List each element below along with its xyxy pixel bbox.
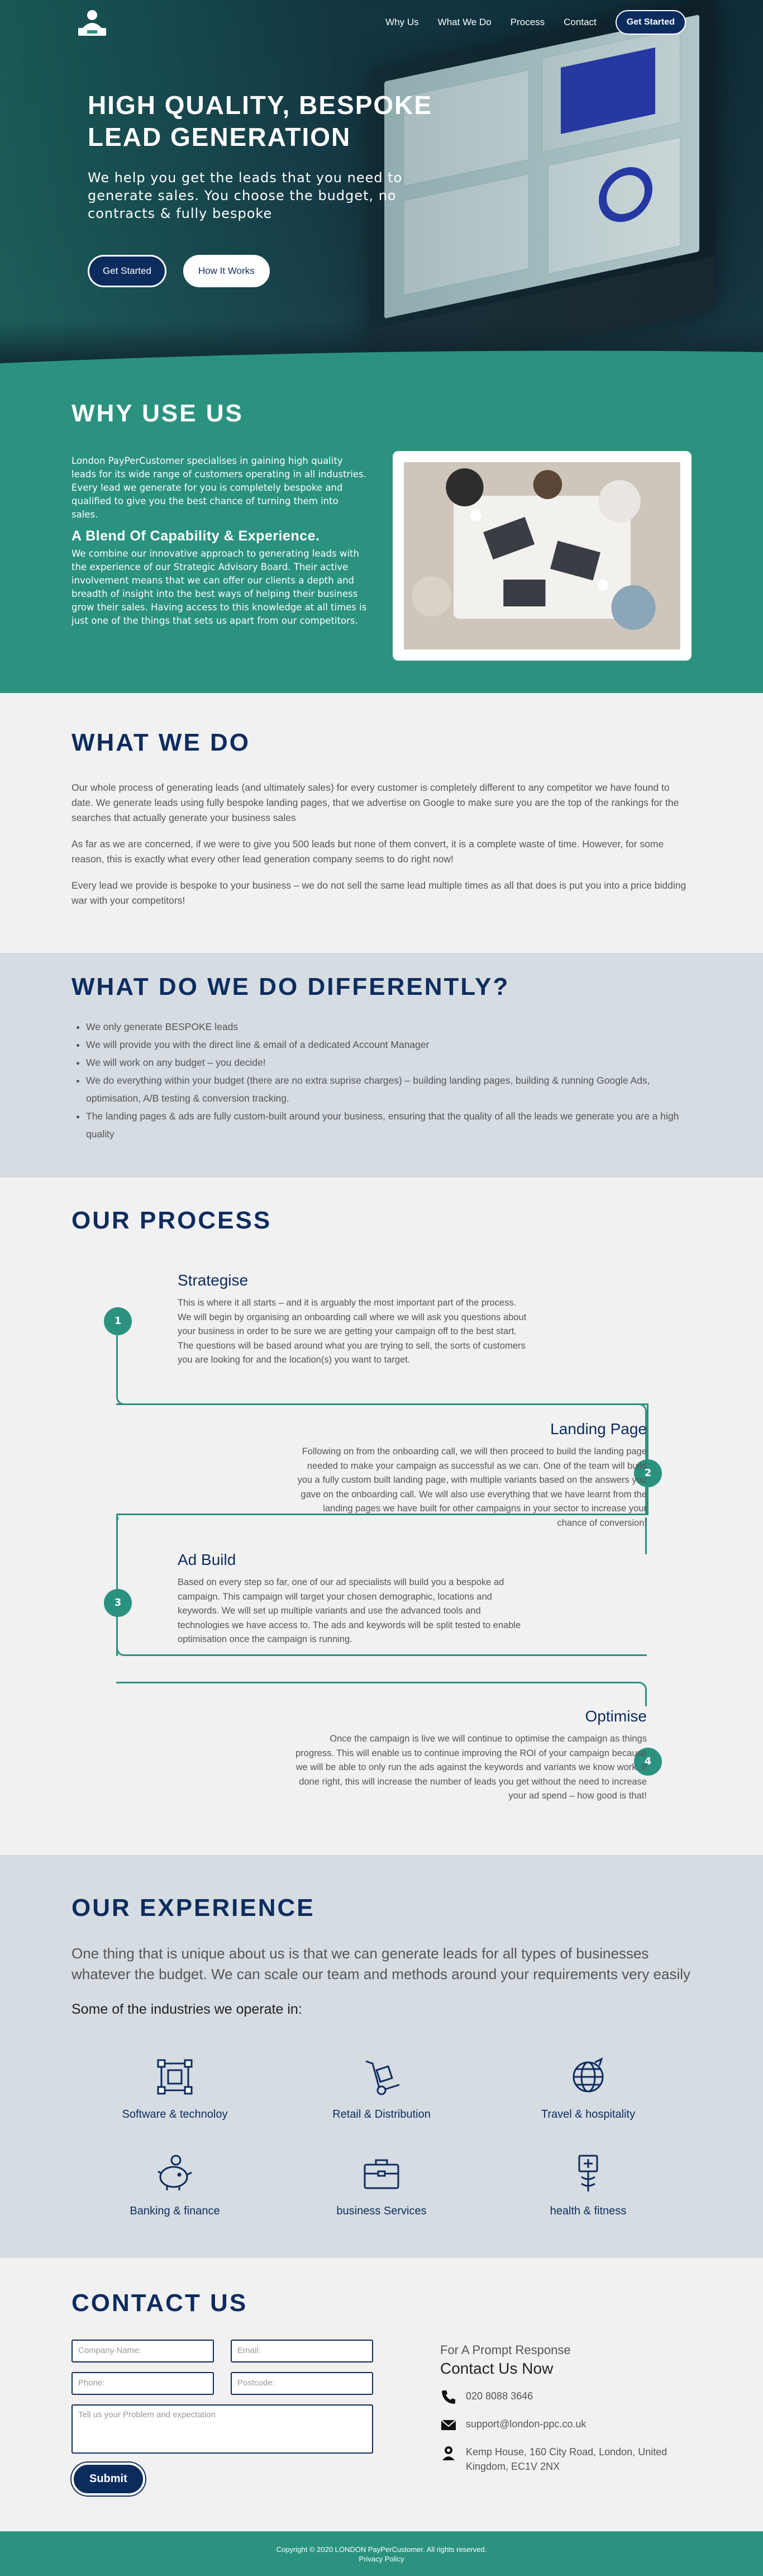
why-title: WHY USE US	[71, 400, 244, 427]
list-item: We will provide you with the direct line…	[86, 1036, 692, 1054]
process-section: OUR PROCESS 1 Strategise This is where i…	[0, 1178, 763, 1855]
industry-label: Software & technoloy	[122, 2108, 228, 2120]
differently-list: We only generate BESPOKE leads We will p…	[71, 1018, 692, 1143]
location-icon	[442, 2446, 455, 2460]
step-number-4: 4	[634, 1748, 662, 1776]
industries-grid: Software & technoloy Retail & Distributi…	[71, 2056, 692, 2218]
industry-label: business Services	[336, 2205, 427, 2217]
contact-pre-heading: For A Prompt Response	[440, 2343, 571, 2357]
medical-icon	[578, 2155, 598, 2191]
what-paragraph-2: As far as we are concerned, if we were t…	[71, 838, 664, 865]
nav-contact[interactable]: Contact	[564, 17, 597, 27]
why-paragraph-2: We combine our innovative approach to ge…	[71, 548, 367, 626]
industry-business: business Services	[278, 2152, 485, 2218]
hero-subtitle: We help you get the leads that you need …	[88, 170, 403, 221]
nav-get-started-button[interactable]: Get Started	[615, 10, 686, 35]
step-number-1: 1	[104, 1307, 132, 1335]
step-title-1: Strategise	[178, 1272, 249, 1289]
list-item: We will work on any budget – you decide!	[86, 1054, 692, 1071]
list-item: The landing pages & ads are fully custom…	[86, 1107, 692, 1143]
experience-title: OUR EXPERIENCE	[71, 1894, 315, 1922]
process-connector	[116, 1682, 647, 1706]
experience-subheading: Some of the industries we operate in:	[71, 2001, 302, 2017]
what-paragraph-1: Our whole process of generating leads (a…	[71, 782, 679, 823]
contact-address: Kemp House, 160 City Road, London, Unite…	[466, 2446, 667, 2472]
briefcase-icon	[364, 2159, 399, 2189]
industry-banking: Banking & finance	[71, 2152, 278, 2218]
what-title: WHAT WE DO	[71, 729, 251, 756]
phone-field[interactable]: Phone:	[71, 2372, 214, 2395]
contact-section: CONTACT US Company Name: Email: Phone: P…	[0, 2258, 763, 2531]
get-started-button[interactable]: Get Started	[88, 255, 166, 287]
differently-section: WHAT DO WE DO DIFFERENTLY? We only gener…	[0, 953, 763, 1178]
contact-heading: Contact Us Now	[440, 2360, 554, 2377]
step-title-3: Ad Build	[178, 1551, 236, 1568]
privacy-policy-link[interactable]: Privacy Policy	[359, 2555, 404, 2563]
step-body-4: Once the campaign is live we will contin…	[295, 1734, 647, 1801]
why-paragraph-1: London PayPerCustomer specialises in gai…	[71, 456, 366, 520]
phone-icon	[442, 2390, 455, 2404]
message-textarea[interactable]: Tell us your Problem and expectation	[71, 2404, 373, 2454]
list-item: We do everything within your budget (the…	[86, 1071, 692, 1107]
what-we-do-section: WHAT WE DO Our whole process of generati…	[0, 693, 763, 953]
differently-title: WHAT DO WE DO DIFFERENTLY?	[71, 973, 510, 1000]
logo-icon[interactable]	[73, 8, 112, 39]
experience-section: OUR EXPERIENCE One thing that is unique …	[0, 1855, 763, 2258]
list-item: We only generate BESPOKE leads	[86, 1018, 692, 1036]
industry-label: Retail & Distribution	[332, 2108, 431, 2120]
process-title: OUR PROCESS	[71, 1207, 272, 1234]
step-title-2: Landing Page	[550, 1420, 647, 1438]
industry-label: Banking & finance	[130, 2205, 220, 2217]
email-icon	[441, 2420, 456, 2430]
contact-phone[interactable]: 020 8088 3646	[466, 2390, 533, 2402]
how-it-works-button[interactable]: How It Works	[183, 255, 270, 287]
contact-title: CONTACT US	[71, 2289, 248, 2317]
industry-travel: Travel & hospitality	[485, 2056, 692, 2121]
hero-bottom-curve	[0, 350, 763, 372]
industry-software: Software & technoloy	[71, 2056, 278, 2121]
submit-button[interactable]: Submit	[71, 2463, 145, 2496]
piggy-bank-icon	[158, 2155, 192, 2190]
why-use-us-section: WHY USE US London PayPerCustomer special…	[0, 372, 763, 693]
step-number-2: 2	[634, 1459, 662, 1487]
experience-lead: One thing that is unique about us is tha…	[71, 1945, 691, 1982]
process-steps: 1 Strategise This is where it all starts…	[71, 1235, 692, 1816]
hand-truck-icon	[365, 2060, 400, 2095]
globe-icon	[573, 2057, 604, 2093]
main-nav: Why Us What We Do Process Contact Get St…	[385, 10, 686, 35]
hero-section: Why Us What We Do Process Contact Get St…	[0, 0, 763, 372]
step-number-3: 3	[104, 1589, 132, 1617]
industry-label: Travel & hospitality	[541, 2108, 636, 2120]
contact-form: Company Name: Email: Phone: Postcode: Te…	[71, 2340, 373, 2496]
process-connector	[116, 1514, 118, 1656]
industry-retail: Retail & Distribution	[278, 2056, 485, 2121]
contact-info: For A Prompt Response Contact Us Now 020…	[440, 2340, 692, 2496]
top-navigation: Why Us What We Do Process Contact Get St…	[0, 0, 763, 48]
company-name-field[interactable]: Company Name:	[71, 2340, 214, 2362]
copyright-text: Copyright © 2020 LONDON PayPerCustomer. …	[276, 2545, 487, 2554]
email-field[interactable]: Email:	[231, 2340, 373, 2362]
nav-why-us[interactable]: Why Us	[385, 17, 419, 27]
footer: Copyright © 2020 LONDON PayPerCustomer. …	[0, 2531, 763, 2576]
step-body-2: Following on from the onboarding call, w…	[297, 1446, 647, 1528]
step-body-1: This is where it all starts – and it is …	[178, 1298, 527, 1365]
what-paragraph-3: Every lead we provide is bespoke to your…	[71, 880, 686, 906]
industry-health: health & fitness	[485, 2152, 692, 2218]
nav-process[interactable]: Process	[510, 17, 545, 27]
contact-email[interactable]: support@london-ppc.co.uk	[466, 2418, 586, 2430]
why-subheading: A Blend Of Capability & Experience.	[71, 528, 320, 544]
hero-title: HIGH QUALITY, BESPOKE LEAD GENERATION	[88, 91, 433, 151]
process-connector	[116, 1514, 648, 1515]
software-icon	[157, 2059, 193, 2095]
step-title-4: Optimise	[585, 1707, 647, 1725]
industry-label: health & fitness	[550, 2205, 627, 2217]
team-photo	[392, 451, 692, 661]
postcode-field[interactable]: Postcode:	[231, 2372, 373, 2395]
step-body-3: Based on every step so far, one of our a…	[178, 1577, 521, 1644]
nav-what-we-do[interactable]: What We Do	[437, 17, 492, 27]
